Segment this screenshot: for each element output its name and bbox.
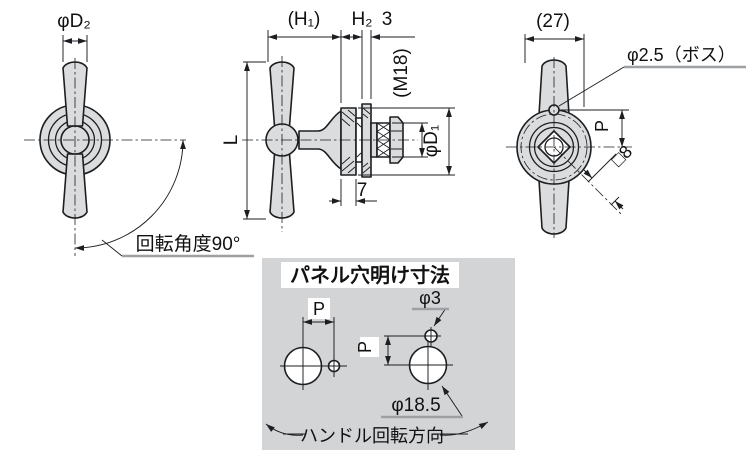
crosshairs-left — [280, 343, 347, 390]
direction-label: ハンドル回転方向 — [300, 426, 444, 446]
dim-label-7: 7 — [357, 180, 368, 201]
rotation-arc — [74, 139, 186, 251]
phi185-leader — [441, 385, 463, 417]
p-right-mask — [360, 337, 379, 357]
flange-plate — [340, 107, 357, 176]
phi185-label: φ18.5 — [391, 395, 440, 416]
side-view: L (H₁) H₂ 3 7 (M18) φD₁ — [221, 9, 455, 232]
dim-label-p-left: P — [313, 299, 325, 319]
phi3-label: φ3 — [419, 288, 441, 308]
flange-hatch — [341, 109, 356, 174]
crosshairs-right — [404, 327, 453, 390]
panel-plate — [361, 103, 372, 178]
rotation-angle-label: 回転角度90° — [136, 233, 241, 255]
nut-facets — [391, 130, 402, 150]
dim-label-p-right: P — [355, 341, 375, 353]
back-view: (27) φ2.5（ボス） P □8 — [506, 11, 746, 238]
ext-lines-p-right — [384, 335, 441, 366]
dim-label-p-back: P — [592, 120, 612, 132]
phi3-leader — [433, 307, 447, 327]
ext-lines-7 — [340, 179, 357, 206]
panel-hatch — [362, 107, 371, 174]
dim-label-h1: (H₁) — [288, 9, 321, 30]
wing-bottom-side — [269, 153, 295, 219]
spacer-ticks — [356, 122, 362, 158]
dim-label-h2: H₂ — [351, 9, 372, 30]
boss-leader — [558, 66, 625, 107]
title-mask — [281, 262, 459, 288]
dim-label-l: L — [221, 135, 242, 146]
direction-arrow-right — [439, 421, 489, 436]
dim-label-3: 3 — [382, 9, 393, 30]
dim-label-m18: (M18) — [391, 48, 412, 98]
boss-label: φ2.5（ボス） — [627, 45, 736, 65]
front-view: φD₂ 回転角度90° — [24, 11, 254, 258]
dim-label-phi-d1: φD₁ — [421, 125, 442, 157]
p-left-mask — [308, 298, 330, 319]
ext-lines-d2 — [62, 35, 88, 62]
dim-arrow-sq8-b — [614, 200, 624, 210]
dim-label-27: (27) — [536, 11, 570, 32]
dim-label-sq8: □8 — [607, 141, 636, 170]
direction-arrow-left — [265, 423, 304, 436]
wing-bottom-back — [538, 179, 570, 235]
ext-lines-l — [243, 61, 266, 220]
wing-top-side — [269, 61, 295, 127]
thread-hatch — [376, 122, 391, 158]
dim-label-phi-d2: φD₂ — [57, 11, 90, 32]
panel-drilling-section: パネル穴明け寸法 P P φ3 φ18.5 ハンドル回転方向 — [262, 258, 515, 450]
ext-lines-top — [267, 30, 372, 103]
ext-lines-d1 — [358, 107, 455, 176]
dim-arrow-sq8-a — [583, 169, 593, 179]
panel-section-title: パネル穴明け寸法 — [290, 263, 450, 287]
rotation-leader — [101, 239, 123, 257]
